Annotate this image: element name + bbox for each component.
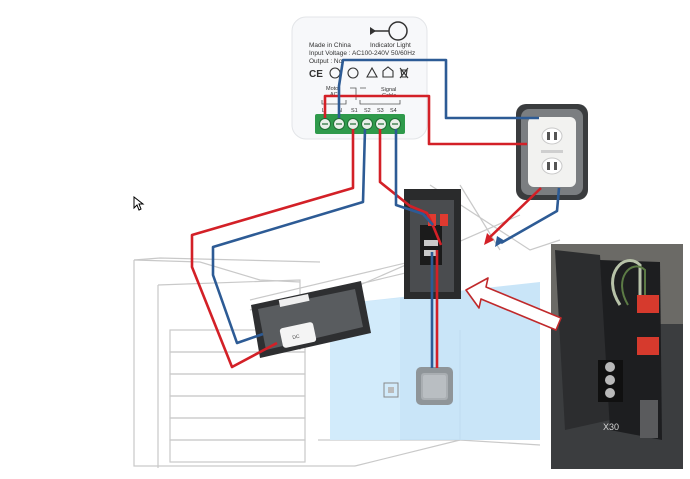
door-sensor-label: DC xyxy=(292,334,301,341)
terminal-label-3: S2 xyxy=(364,108,371,114)
callout-arrow xyxy=(465,277,562,331)
wall-socket xyxy=(516,104,588,200)
terminal-label-0: L xyxy=(322,108,325,114)
wire-arrowheads xyxy=(484,233,505,247)
wires-neutral xyxy=(211,58,561,368)
terminal-label-2: S1 xyxy=(351,108,358,114)
weee-bin-icon xyxy=(399,67,409,79)
ce-mark-icon: CE xyxy=(309,69,323,80)
wires-live xyxy=(190,94,542,369)
wall-outlet-small xyxy=(383,382,399,398)
smart-relay-module: Made in China Indicator Light Input Volt… xyxy=(291,16,428,140)
receiver-closeup-photo: X30 xyxy=(551,244,683,469)
recycle-icon xyxy=(366,66,378,78)
module-output: Output : No xyxy=(309,58,343,65)
indoor-icon xyxy=(382,66,394,78)
tuv-icon xyxy=(347,67,359,79)
signal-label-line1: Signal xyxy=(381,87,396,93)
door-sensor-photo: DC xyxy=(251,281,371,358)
terminal-label-4: S3 xyxy=(377,108,384,114)
receiver-model-label: X30 xyxy=(603,422,619,432)
mouse-cursor-icon xyxy=(133,196,145,211)
module-input-voltage: Input Voltage : AC100-240V 50/60Hz xyxy=(309,50,415,57)
terminal-label-5: S4 xyxy=(390,108,397,114)
module-indicator-label: Indicator Light xyxy=(370,42,411,49)
motor-label-line1: Motor xyxy=(326,86,340,92)
module-made-in: Made in China xyxy=(309,42,351,49)
wall-push-switch xyxy=(416,367,453,405)
